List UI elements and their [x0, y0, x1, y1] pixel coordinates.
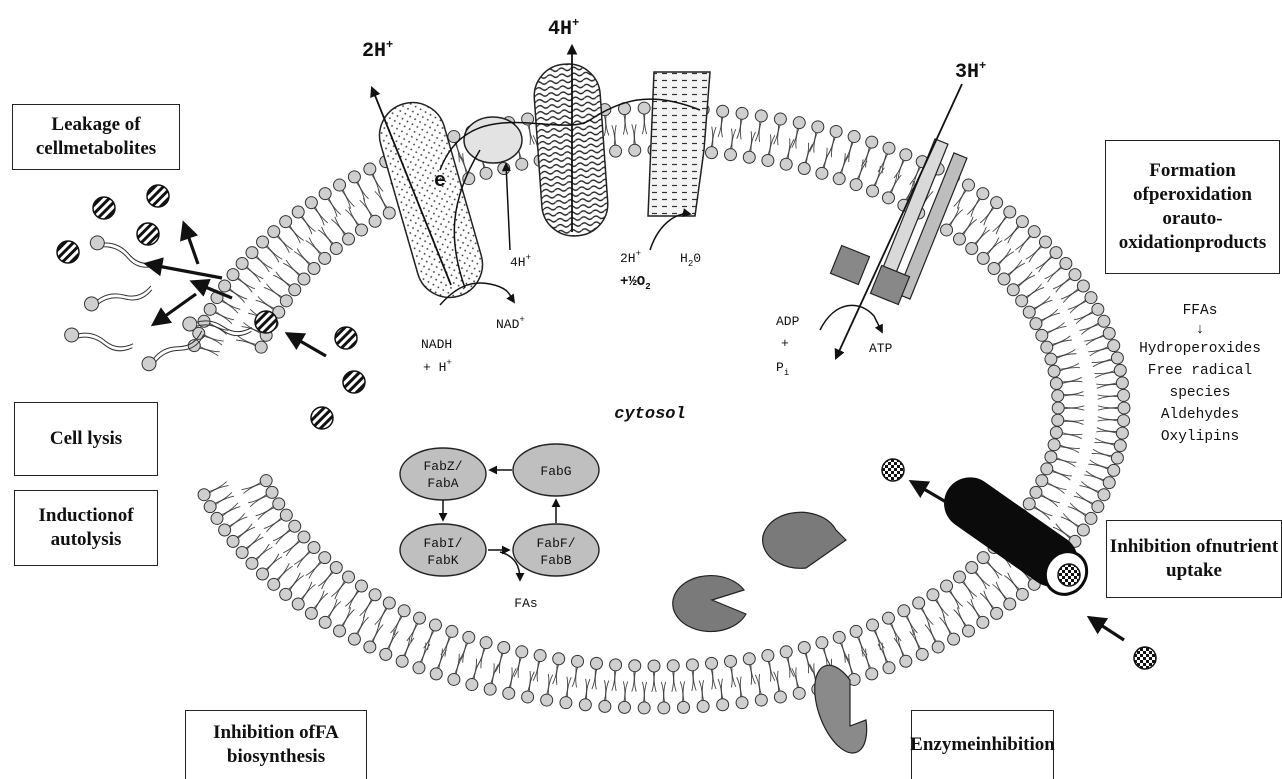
proton-4h-label: 4H+ — [548, 16, 579, 41]
down-arrow-icon: ↓ — [1118, 322, 1282, 338]
fabi-label: FabI/ — [423, 536, 462, 551]
fa-biosynthesis-box: Inhibition ofFA biosynthesis — [185, 710, 367, 779]
fabz-label: FabZ/ — [423, 459, 462, 474]
proton-arrow-3h — [836, 84, 962, 358]
fas-label: FAs — [514, 596, 537, 611]
plus-label: + — [781, 336, 789, 351]
fabi-label: FabK — [427, 553, 458, 568]
fabg-label: FabG — [540, 464, 571, 479]
proton-3h-label: 3H+ — [955, 59, 986, 84]
nadh-label: NADH — [421, 337, 452, 352]
pi-label: Pi — [776, 360, 789, 378]
formation-box: Formation ofperoxidation orauto-oxidatio… — [1105, 140, 1280, 274]
adp-label: ADP — [776, 314, 800, 329]
oxidation-products-list: FFAs ↓ Hydroperoxides Free radical speci… — [1118, 300, 1282, 448]
ffas-label: FFAs — [1118, 300, 1282, 322]
electron-label: e — [434, 170, 446, 193]
half-o2-label: +½O2 — [620, 274, 651, 292]
h2o-label: H20 — [680, 251, 701, 269]
oxidation-item: Oxylipins — [1118, 426, 1282, 448]
fabz-enzyme — [400, 448, 486, 500]
oxidation-item: Hydroperoxides — [1118, 338, 1282, 360]
fabz-label: FabA — [427, 476, 458, 491]
leakage-box: Leakage of cellmetabolites — [12, 104, 180, 170]
nad-label: NAD+ — [496, 315, 525, 332]
autolysis-box: Inductionof autolysis — [14, 490, 158, 566]
escaping-lipids — [63, 234, 252, 374]
four-h-inner-label: 4H+ — [510, 253, 531, 270]
nutrient-uptake-box: Inhibition ofnutrient uptake — [1106, 520, 1282, 598]
atp-label: ATP — [869, 341, 893, 356]
o2-arrow — [650, 214, 690, 250]
enzyme-inhibition-box: Enzymeinhibition — [911, 710, 1054, 779]
cell-lysis-box: Cell lysis — [14, 402, 158, 476]
oxidation-item: Free radical — [1118, 360, 1282, 382]
complex-iii-icon — [532, 62, 610, 238]
adp-arrow — [820, 305, 882, 332]
oxidation-item: Aldehydes — [1118, 404, 1282, 426]
fabf-label: FabF/ — [536, 536, 575, 551]
enzyme-icon — [763, 512, 846, 568]
oxidation-item: species — [1118, 382, 1282, 404]
enzyme-icon — [673, 576, 746, 632]
q-arrow — [506, 164, 510, 250]
complex-iv-icon — [648, 72, 710, 216]
proton-2h-label: 2H+ — [362, 38, 393, 63]
two-h-inner-label: 2H+ — [620, 249, 641, 266]
cytosol-label: cytosol — [614, 405, 685, 424]
plus-h-label: + H+ — [423, 358, 452, 375]
fabf-label: FabB — [540, 553, 571, 568]
